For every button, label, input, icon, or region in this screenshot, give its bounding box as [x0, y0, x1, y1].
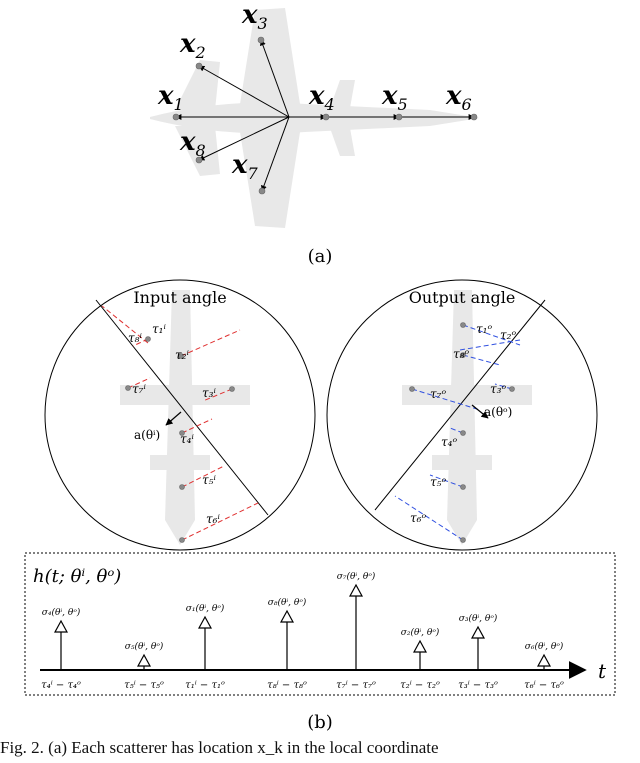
sigma-label: σ₅(θⁱ, θᵒ) [125, 641, 164, 652]
panel-b-input: Input angle τ₁ⁱ τ₂ⁱ τ₃ⁱ τ₄ⁱ τ₅ⁱ τ₆ⁱ τ₇ⁱ … [44, 279, 316, 551]
svg-text:τ₅ᵒ: τ₅ᵒ [430, 475, 446, 489]
svg-text:τ₁ⁱ: τ₁ⁱ [152, 322, 166, 336]
tick-label: τ₅ⁱ − τ₅ᵒ [124, 680, 164, 691]
svg-text:τ₃ᵒ: τ₃ᵒ [490, 382, 506, 396]
label-x2: x2 [179, 29, 206, 62]
caption-text: Fig. 2. (a) Each scatterer has location … [0, 738, 439, 757]
panel-a: x1 x2 x3 x4 x5 x6 x7 x8 (a) [150, 0, 480, 267]
tick-label: τ₄ⁱ − τ₄ᵒ [41, 680, 81, 691]
impulse-arrowhead [279, 609, 295, 623]
tick-label: τ₆ⁱ − τ₆ᵒ [524, 680, 564, 691]
svg-text:τ₁ᵒ: τ₁ᵒ [476, 322, 492, 336]
sigma-label: σ₈(θⁱ, θᵒ) [268, 597, 307, 608]
sigma-label: σ₂(θⁱ, θᵒ) [401, 627, 440, 638]
time-axis-label: t [598, 659, 607, 683]
impulse-arrowhead [197, 615, 213, 629]
label-x1: x1 [157, 81, 184, 114]
svg-text:τ₆ᵒ: τ₆ᵒ [410, 511, 426, 525]
output-projections [394, 324, 521, 541]
label-x4: x4 [308, 81, 335, 114]
aircraft-silhouette-output [402, 290, 532, 545]
svg-text:τ₄ᵒ: τ₄ᵒ [441, 435, 457, 449]
sigma-label: σ₁(θⁱ, θᵒ) [186, 603, 225, 614]
impulse-arrowhead [412, 639, 428, 653]
svg-text:τ₄ⁱ: τ₄ⁱ [180, 432, 194, 446]
input-angle-title: Input angle [133, 288, 226, 307]
tick-label: τ₁ⁱ − τ₁ᵒ [185, 680, 225, 691]
impulse-arrowhead [53, 619, 69, 633]
input-wavefront [95, 299, 269, 516]
svg-text:τ₅ⁱ: τ₅ⁱ [202, 473, 216, 487]
sigma-label: σ₃(θⁱ, θᵒ) [459, 613, 498, 624]
svg-text:τ₆ⁱ: τ₆ⁱ [206, 512, 220, 526]
output-angle-title: Output angle [409, 288, 516, 307]
sigma-label: σ₇(θⁱ, θᵒ) [337, 571, 376, 582]
sigma-label: σ₆(θⁱ, θᵒ) [525, 641, 564, 652]
position-vectors [175, 39, 475, 192]
impulse-box [24, 552, 616, 696]
label-x5: x5 [381, 81, 408, 114]
impulse-arrowhead [136, 653, 152, 667]
tick-label: τ₇ⁱ − τ₇ᵒ [336, 680, 376, 691]
tick-label: τ₈ⁱ − τ₈ᵒ [267, 680, 307, 691]
svg-text:τ₂ᵒ: τ₂ᵒ [500, 328, 516, 342]
caption-b: (b) [307, 712, 333, 733]
svg-text:τ₈ⁱ: τ₈ⁱ [128, 331, 142, 345]
caption-a: (a) [308, 246, 333, 267]
impulse-arrowhead [536, 653, 552, 667]
panel-b-output: Output angle τ₁ᵒ τ₂ᵒ τ₃ᵒ τ₄ᵒ τ₅ᵒ τ₆ᵒ τ₇ᵒ… [326, 279, 598, 551]
label-x3: x3 [241, 0, 268, 33]
sigma-label: σ₄(θⁱ, θᵒ) [42, 607, 81, 618]
output-wavefront [374, 299, 546, 511]
impulse-stems: σ₄(θⁱ, θᵒ) τ₄ⁱ − τ₄ᵒ σ₅(θⁱ, θᵒ) τ₅ⁱ − τ₅ᵒ σ₁… [41, 571, 564, 691]
input-direction-label: a(θⁱ) [134, 428, 160, 442]
tick-label: τ₂ⁱ − τ₂ᵒ [400, 680, 440, 691]
svg-text:τ₂ⁱ: τ₂ⁱ [175, 348, 189, 362]
output-tau-labels: τ₁ᵒ τ₂ᵒ τ₃ᵒ τ₄ᵒ τ₅ᵒ τ₆ᵒ τ₇ᵒ τ₈ᵒ a(θᵒ) [410, 322, 516, 525]
input-tau-labels: τ₁ⁱ τ₂ⁱ τ₃ⁱ τ₄ⁱ τ₅ⁱ τ₆ⁱ τ₇ⁱ τ₈ⁱ a(θⁱ) [128, 322, 220, 526]
aircraft-silhouette-input [120, 290, 250, 545]
scatterer-points [172, 36, 478, 195]
figure-caption: Fig. 2. (a) Each scatterer has location … [0, 738, 640, 758]
impulse-title: h(t; θⁱ, θᵒ) [33, 566, 121, 587]
label-x6: x6 [445, 81, 472, 114]
output-direction-label: a(θᵒ) [484, 405, 512, 419]
aircraft-silhouette [150, 8, 480, 228]
impulse-arrowhead [470, 625, 486, 639]
svg-text:τ₇ⁱ: τ₇ⁱ [132, 382, 146, 396]
tick-label: τ₃ⁱ − τ₃ᵒ [458, 680, 498, 691]
impulse-arrowhead [348, 583, 364, 597]
svg-text:τ₇ᵒ: τ₇ᵒ [430, 387, 446, 401]
impulse-response-panel: h(t; θⁱ, θᵒ) t σ₄(θⁱ, θᵒ) τ₄ⁱ − τ₄ᵒ σ₅(θⁱ,… [24, 552, 616, 696]
svg-text:τ₃ⁱ: τ₃ⁱ [202, 386, 216, 400]
svg-text:τ₈ᵒ: τ₈ᵒ [453, 347, 469, 361]
